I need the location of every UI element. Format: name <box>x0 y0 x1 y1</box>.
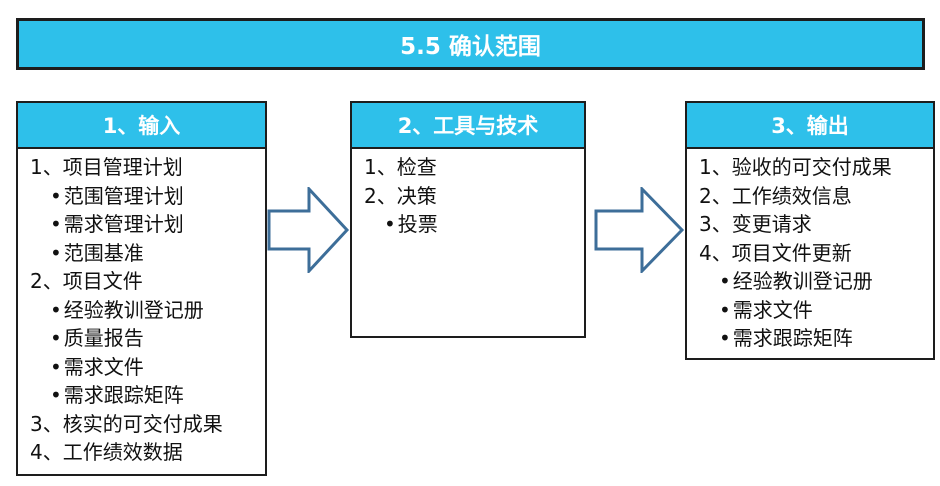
tools-item-inspection: 1、检查 <box>364 155 437 179</box>
tools-item-decision-making: 2、决策 <box>364 183 437 208</box>
right-arrow-icon <box>594 187 685 273</box>
input-item-work-performance-data: 4、工作绩效数据 <box>30 440 183 464</box>
output-item-project-documents-updates: 4、项目文件更新 <box>699 240 852 265</box>
output-item-change-requests: 3、变更请求 <box>699 212 812 236</box>
input-header: 1、输入 <box>16 101 267 149</box>
input-item-project-documents: 2、项目文件 <box>30 269 143 293</box>
input-subitem-scope-baseline: 范围基准 <box>30 239 265 268</box>
input-subitem-quality-reports: 质量报告 <box>30 324 265 353</box>
diagram-title: 5.5 确认范围 <box>16 18 925 70</box>
input-subitem-requirements-documentation: 需求文件 <box>30 353 265 382</box>
input-item-verified-deliverables: 3、核实的可交付成果 <box>30 411 223 436</box>
tools-list: 1、检查 2、决策 投票 <box>350 149 586 338</box>
output-header: 3、输出 <box>685 101 935 149</box>
input-subitem-requirements-management-plan: 需求管理计划 <box>30 210 265 239</box>
output-item-work-performance-information: 2、工作绩效信息 <box>699 183 852 208</box>
tools-subitem-voting: 投票 <box>364 210 584 239</box>
input-item-project-management-plan: 1、项目管理计划 <box>30 155 183 179</box>
output-list: 1、验收的可交付成果 2、工作绩效信息 3、变更请求 4、项目文件更新 经验教训… <box>685 149 935 360</box>
tools-header: 2、工具与技术 <box>350 101 586 149</box>
input-subitem-lessons-learned-register: 经验教训登记册 <box>30 296 265 325</box>
input-subitem-requirements-traceability-matrix: 需求跟踪矩阵 <box>30 381 265 410</box>
input-list: 1、项目管理计划 范围管理计划 需求管理计划 范围基准 2、项目文件 经验教训登… <box>16 149 267 476</box>
output-subitem-requirements-documentation: 需求文件 <box>699 296 933 325</box>
output-subitem-requirements-traceability-matrix: 需求跟踪矩阵 <box>699 324 933 353</box>
right-arrow-icon <box>267 187 350 273</box>
output-subitem-lessons-learned-register: 经验教训登记册 <box>699 267 933 296</box>
input-subitem-scope-management-plan: 范围管理计划 <box>30 182 265 211</box>
output-item-accepted-deliverables: 1、验收的可交付成果 <box>699 155 892 179</box>
